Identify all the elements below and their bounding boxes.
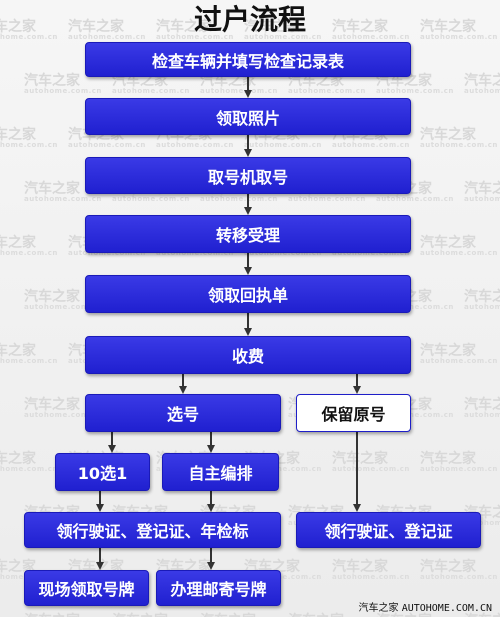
step-onsite-plate: 现场领取号牌: [24, 570, 149, 606]
step-queue: 取号机取号: [85, 157, 411, 194]
step-inspect: 检查车辆并填写检查记录表: [85, 42, 411, 77]
step-select-number: 选号: [85, 394, 281, 432]
footer-domain: AUTOHOME.COM.CN: [401, 603, 492, 614]
step-transfer: 转移受理: [85, 215, 411, 253]
step-docs-right: 领行驶证、登记证: [296, 512, 481, 548]
step-ten-choose-one: 10选1: [55, 453, 150, 491]
step-docs-left: 领行驶证、登记证、年检标: [24, 512, 281, 548]
footer-credit: 汽车之家 AUTOHOME.COM.CN: [359, 599, 493, 614]
page-title: 过户流程: [193, 3, 306, 36]
footer-brand: 汽车之家: [358, 603, 399, 614]
step-photo: 领取照片: [85, 98, 411, 135]
step-keep-number: 保留原号: [296, 394, 411, 432]
step-mail-plate: 办理邮寄号牌: [156, 570, 281, 606]
step-receipt: 领取回执单: [85, 275, 411, 313]
step-custom-arrange: 自主编排: [162, 453, 279, 491]
step-fee: 收费: [85, 336, 411, 374]
